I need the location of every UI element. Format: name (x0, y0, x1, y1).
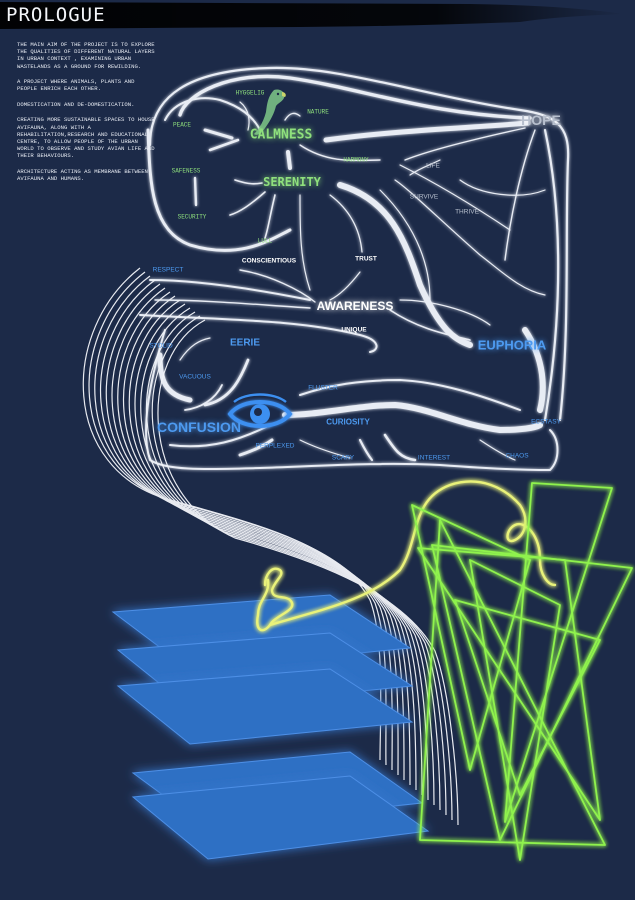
word-respect: RESPECT (152, 266, 184, 274)
intro-paragraph-1: THE MAIN AIM OF THE PROJECT IS TO EXPLOR… (17, 41, 155, 70)
plane-3 (116, 668, 414, 745)
word-eerie: EERIE (229, 337, 261, 349)
stacked-planes (111, 594, 430, 860)
word-chaos: CHAOS (505, 452, 529, 460)
intro-paragraph-3: DOMESTICATION AND DE-DOMESTICATION. (17, 100, 135, 108)
intro-text: THE MAIN AIM OF THE PROJECT IS TO EXPLOR… (17, 41, 157, 191)
intro-paragraph-4: CREATING MORE SUSTAINABLE SPACES TO HOUS… (17, 116, 155, 160)
intro-paragraph-5: ARCHITECTURE ACTING AS MEMBRANE BETWEEN … (17, 167, 148, 183)
word-harmony: HARMONY (343, 156, 369, 164)
word-vacuous: VACUOUS (179, 373, 211, 381)
word-interest: INTEREST (417, 454, 451, 462)
word-awareness: AWARENESS (316, 299, 394, 313)
word-safeness: SAFENESS (171, 167, 201, 175)
word-security: SECURITY (177, 213, 207, 221)
word-ecstasy: ECSTASY (531, 418, 561, 426)
word-serenity: SERENITY (263, 175, 321, 189)
word-fluster: FLUSTER (308, 384, 338, 392)
word-nature: NATURE (307, 108, 329, 116)
word-scary: SCARY (331, 454, 355, 462)
word-perplexed: PERPLEXED (255, 442, 295, 450)
word-curiosity: CURIOSITY (326, 417, 370, 427)
word-confusion: CONFUSION (157, 419, 241, 435)
word-unique: UNIQUE (341, 326, 367, 334)
word-survive: SURVIVE (409, 193, 439, 201)
page-title: PROLOGUE (6, 4, 106, 26)
intro-paragraph-2: A PROJECT WHERE ANIMALS, PLANTS AND PEOP… (17, 78, 135, 93)
word-trust: TRUST (355, 255, 377, 263)
neon-green-triangles (411, 482, 633, 861)
word-stolid: STOLID (149, 342, 173, 350)
word-hyggelig: HYGGELIG (235, 89, 265, 97)
word-thrive: THRIVE (455, 208, 479, 216)
plane-5 (131, 775, 430, 860)
word-euphoria: EUPHORIA (477, 337, 547, 353)
neon-yellow-line (256, 480, 557, 632)
title-brush-stroke (0, 2, 625, 29)
word-hope: HOPE (521, 112, 561, 128)
word-calmness: CALMNESS (249, 127, 313, 143)
word-life: LIFE (426, 162, 440, 170)
eye-icon (227, 393, 293, 428)
word-conscientious: CONSCIENTIOUS (241, 257, 297, 265)
line-ribbon (82, 267, 459, 826)
parrot-icon (254, 89, 286, 135)
word-peace: PEACE (172, 121, 192, 129)
word-lull: LULL (257, 237, 273, 245)
network-lines (139, 66, 570, 472)
